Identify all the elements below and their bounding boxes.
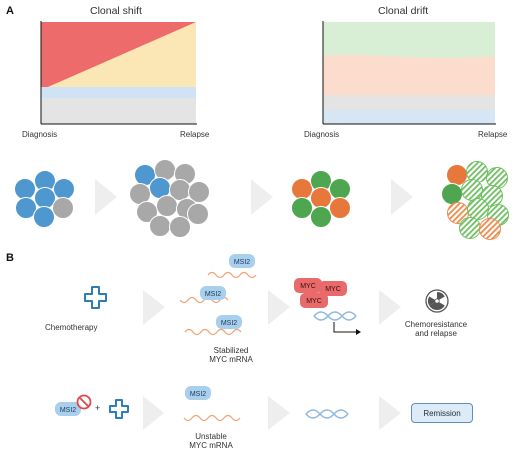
- dna-icon: [313, 311, 357, 321]
- msi2-unbound-mrna-group: [183, 386, 241, 422]
- x-axis-start-label: Diagnosis: [22, 130, 58, 139]
- msi2-label: MSI2: [221, 320, 237, 327]
- msi2-label: MSI2: [205, 291, 221, 298]
- clonal-drift-chart: [322, 21, 496, 125]
- outcome-chemoresistance-label: Chemoresistance and relapse: [404, 320, 468, 338]
- x-axis-end-label: Relapse: [478, 130, 508, 139]
- progress-arrow: [251, 179, 273, 215]
- msi2-label: MSI2: [190, 391, 206, 398]
- myc-label: MYC: [325, 286, 341, 293]
- progress-arrow: [391, 179, 413, 215]
- cell-cluster-diagnosis-drift: [291, 170, 351, 228]
- progress-arrow: [143, 396, 164, 430]
- chemotherapy-label: Chemotherapy: [45, 323, 98, 332]
- myc-label: MYC: [300, 283, 316, 290]
- cell-cluster-relapse-shift: [129, 159, 210, 238]
- progress-arrow: [268, 290, 290, 325]
- stabilized-mrna-label: Stabilized MYC mRNA: [209, 346, 253, 364]
- panel-letter-a: A: [6, 5, 14, 17]
- progress-arrow: [143, 290, 165, 325]
- chemotherapy-cross-icon: [109, 399, 129, 419]
- msi2-label: MSI2: [234, 259, 250, 266]
- msi2-label: MSI2: [60, 407, 76, 414]
- progress-arrow: [95, 179, 117, 215]
- cell-cluster-relapse-drift: [441, 161, 509, 240]
- panel-letter-b: B: [6, 252, 14, 264]
- cell-cluster-diagnosis-shift: [14, 170, 75, 228]
- chemoresistance-icon: [425, 289, 449, 313]
- plus-sign: +: [95, 403, 101, 413]
- clonal-drift-title: Clonal drift: [378, 5, 429, 17]
- clonal-shift-chart: [40, 21, 197, 125]
- remission-box: Remission: [411, 403, 473, 423]
- msi2-inhibited-bubble: [55, 394, 92, 416]
- x-axis-end-label: Relapse: [180, 130, 210, 139]
- progress-arrow: [268, 396, 290, 430]
- clonal-shift-title: Clonal shift: [90, 5, 142, 17]
- unstable-mrna-label: Unstable MYC mRNA: [189, 432, 233, 450]
- transcription-arrow-icon: [333, 322, 356, 333]
- chemotherapy-cross-icon: [84, 286, 107, 309]
- msi2-bound-mrna-group: [179, 254, 257, 336]
- dna-icon: [305, 409, 349, 419]
- progress-arrow: [379, 396, 401, 430]
- progress-arrow: [379, 290, 401, 325]
- myc-label: MYC: [306, 298, 322, 305]
- x-axis-start-label: Diagnosis: [304, 130, 340, 139]
- myc-protein-group: [294, 278, 347, 308]
